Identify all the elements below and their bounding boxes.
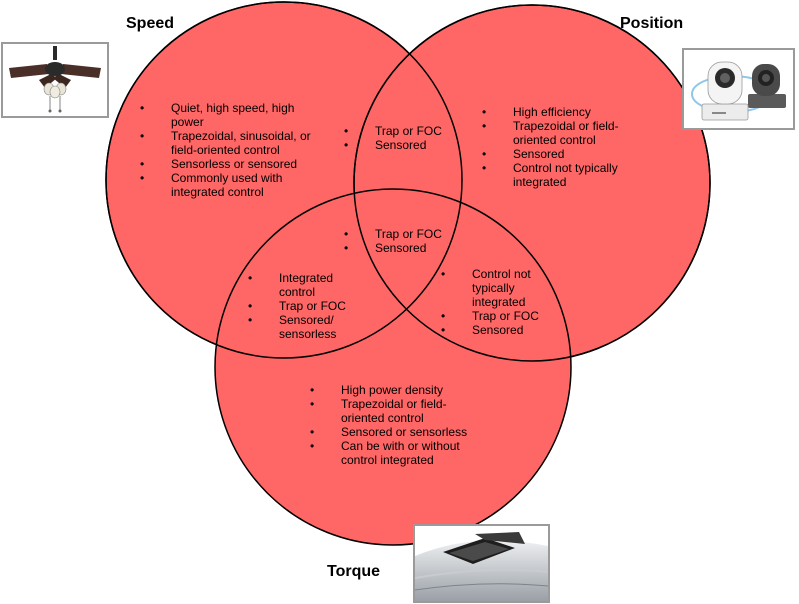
list-item: Can be with or without control integrate…: [310, 439, 485, 467]
ptz-camera-photo: [682, 48, 795, 130]
list-item: Sensored: [482, 147, 627, 161]
center-region: Trap or FOC Sensored: [344, 227, 464, 255]
ptz-camera-icon: [684, 50, 793, 128]
list-item: Trapezoidal or field-oriented control: [310, 397, 485, 425]
list-item: High efficiency: [482, 105, 627, 119]
position-torque-region: Control not typically integrated Trap or…: [441, 267, 561, 337]
position-label: Position: [620, 15, 684, 32]
list-item: Sensored: [344, 138, 464, 152]
speed-label: Speed: [126, 15, 175, 32]
list-item: Trapezoidal, sinusoidal, or field-orient…: [140, 129, 315, 157]
list-item: Control not typically integrated: [441, 267, 547, 309]
list-item: Sensored: [344, 241, 464, 255]
list-item: Quiet, high speed, high power: [140, 101, 315, 129]
list-item: High power density: [310, 383, 485, 397]
ceiling-fan-photo: [1, 42, 109, 118]
list-item: Trap or FOC: [344, 124, 464, 138]
position-only-region: High efficiency Trapezoidal or field-ori…: [482, 105, 627, 189]
speed-only-region: Quiet, high speed, high power Trapezoida…: [140, 101, 315, 199]
list-item: Integrated control: [248, 271, 339, 299]
list-item: Sensored: [441, 323, 561, 337]
torque-only-region: High power density Trapezoidal or field-…: [310, 383, 485, 467]
speed-position-region: Trap or FOC Sensored: [344, 124, 464, 152]
list-item: Trap or FOC: [248, 299, 368, 313]
list-item: Sensored or sensorless: [310, 425, 485, 439]
list-item: Trap or FOC: [441, 309, 561, 323]
list-item: Control not typically integrated: [482, 161, 627, 189]
list-item: Sensored/ sensorless: [248, 313, 339, 341]
car-sunroof-icon: [415, 526, 548, 601]
list-item: Commonly used with integrated control: [140, 171, 315, 199]
speed-torque-region: Integrated control Trap or FOC Sensored/…: [248, 271, 368, 341]
list-item: Trap or FOC: [344, 227, 464, 241]
list-item: Trapezoidal or field-oriented control: [482, 119, 627, 147]
list-item: Sensorless or sensored: [140, 157, 315, 171]
car-sunroof-photo: [413, 524, 550, 603]
ceiling-fan-icon: [3, 44, 107, 116]
torque-label: Torque: [327, 563, 381, 580]
